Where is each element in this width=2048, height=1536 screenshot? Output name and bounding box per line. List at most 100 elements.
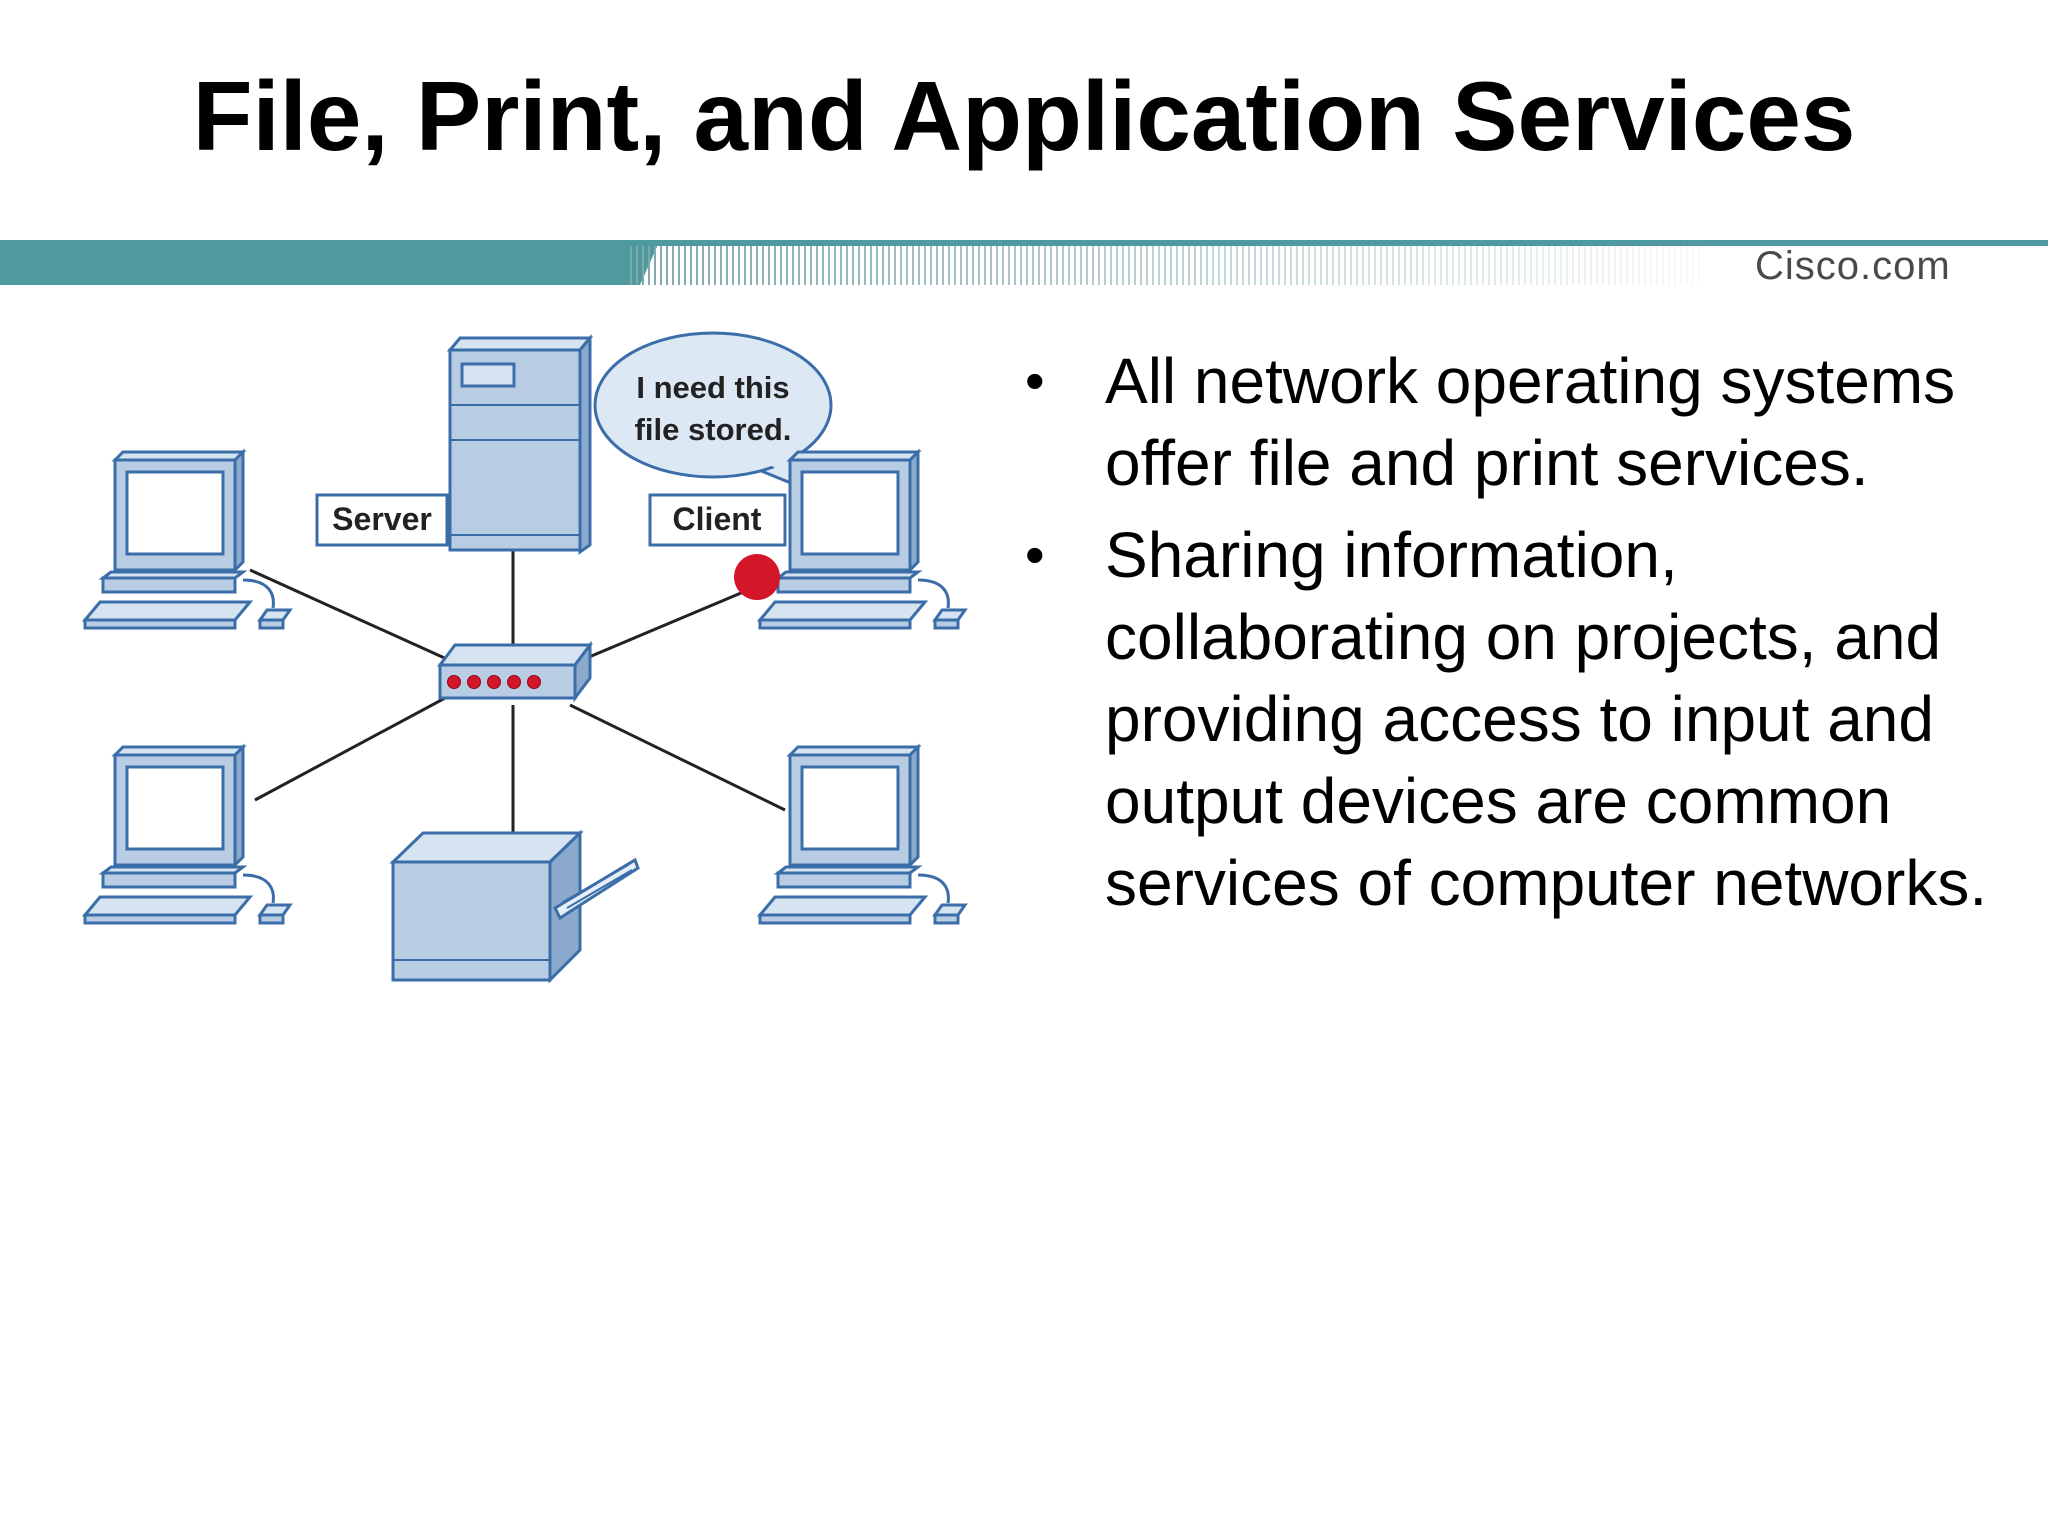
band-stripe [1266, 246, 1268, 285]
band-stripe [1440, 246, 1442, 285]
band-stripe [648, 246, 650, 285]
band-stripe [1182, 246, 1184, 285]
band-stripe [1428, 246, 1430, 285]
link-client-hub [569, 583, 761, 667]
band-stripe [1422, 246, 1424, 285]
band-stripe [1602, 246, 1604, 285]
band-stripe [852, 246, 854, 285]
cisco-logo[interactable]: Cisco.com [1755, 244, 1951, 288]
band-stripe [942, 246, 944, 285]
server-icon [446, 333, 594, 555]
client-label: Client [648, 493, 787, 547]
band-stripe [1098, 246, 1100, 285]
computer-bottom-left-icon [83, 745, 292, 925]
band-stripe [816, 246, 818, 285]
band-stripe [714, 246, 716, 285]
band-stripe [972, 246, 974, 285]
bullet-dot-icon: • [1025, 523, 1045, 586]
band-stripe [1074, 246, 1076, 285]
band-stripe [798, 246, 800, 285]
page-title: File, Print, and Application Services [192, 61, 1856, 171]
band-stripe [1008, 246, 1010, 285]
band-stripe [660, 246, 662, 285]
band-stripe [1584, 246, 1586, 285]
band-stripe [672, 246, 674, 285]
network-diagram: Server Client I need this file stored. [83, 331, 967, 984]
band-stripe [774, 246, 776, 285]
band-stripe [1386, 246, 1388, 285]
band-stripe [1374, 246, 1376, 285]
band-stripe [1242, 246, 1244, 285]
band-stripe [1590, 246, 1592, 285]
bullet-item: •Sharing information, collaborating on p… [1020, 514, 2020, 924]
band-stripe [1698, 246, 1700, 285]
svg-text:Client: Client [673, 501, 762, 537]
band-stripe [1134, 246, 1136, 285]
band-stripe [1104, 246, 1106, 285]
band-stripe [1434, 246, 1436, 285]
band-stripe [1254, 246, 1256, 285]
band-stripe [1692, 246, 1694, 285]
band-stripe [930, 246, 932, 285]
band-stripe [1410, 246, 1412, 285]
band-stripe [1620, 246, 1622, 285]
band-stripe [876, 246, 878, 285]
band-stripe [1500, 246, 1502, 285]
computer-bottom-right-icon [758, 745, 967, 925]
band-stripe [846, 246, 848, 285]
band-stripe [1638, 246, 1640, 285]
band-stripe [786, 246, 788, 285]
band-stripe [864, 246, 866, 285]
band-stripe [666, 246, 668, 285]
svg-text:I need this: I need this [636, 370, 789, 405]
band-stripe [1494, 246, 1496, 285]
band-stripe [690, 246, 692, 285]
band-stripe [696, 246, 698, 285]
link-bottomleft-hub [254, 688, 461, 802]
band-stripe [1674, 246, 1676, 285]
band-stripe [1614, 246, 1616, 285]
band-stripe [1362, 246, 1364, 285]
band-stripe [1398, 246, 1400, 285]
band-stripe [978, 246, 980, 285]
band-stripe [1608, 246, 1610, 285]
band-stripe [1218, 246, 1220, 285]
band-stripe [1140, 246, 1142, 285]
band-stripe [810, 246, 812, 285]
band-stripe [1224, 246, 1226, 285]
band-stripe [1392, 246, 1394, 285]
band-stripe [1284, 246, 1286, 285]
band-stripe [1326, 246, 1328, 285]
bullet-text: All network operating systems offer file… [1105, 345, 1956, 499]
band-stripe [1206, 246, 1208, 285]
band-stripe [1554, 246, 1556, 285]
band-stripe [990, 246, 992, 285]
band-stripe [768, 246, 770, 285]
svg-text:file stored.: file stored. [635, 412, 792, 447]
band-stripe [1302, 246, 1304, 285]
band-stripe [894, 246, 896, 285]
band-stripe [936, 246, 938, 285]
band-stripe [684, 246, 686, 285]
band-stripe [1476, 246, 1478, 285]
band-stripe [1596, 246, 1598, 285]
band-stripe [1128, 246, 1130, 285]
band-stripe [912, 246, 914, 285]
band-stripe [1044, 246, 1046, 285]
band-stripe [1452, 246, 1454, 285]
band-stripe [1194, 246, 1196, 285]
band-stripe [882, 246, 884, 285]
band-stripe [960, 246, 962, 285]
band-stripe [1506, 246, 1508, 285]
band-stripe [918, 246, 920, 285]
server-label: Server [315, 493, 449, 547]
band-stripe [1632, 246, 1634, 285]
band-stripe [906, 246, 908, 285]
band-stripe [966, 246, 968, 285]
band-stripe [1170, 246, 1172, 285]
band-stripe [1002, 246, 1004, 285]
computer-client-icon [758, 450, 967, 630]
band-stripe [1536, 246, 1538, 285]
band-stripe [1086, 246, 1088, 285]
band-stripe [678, 246, 680, 285]
